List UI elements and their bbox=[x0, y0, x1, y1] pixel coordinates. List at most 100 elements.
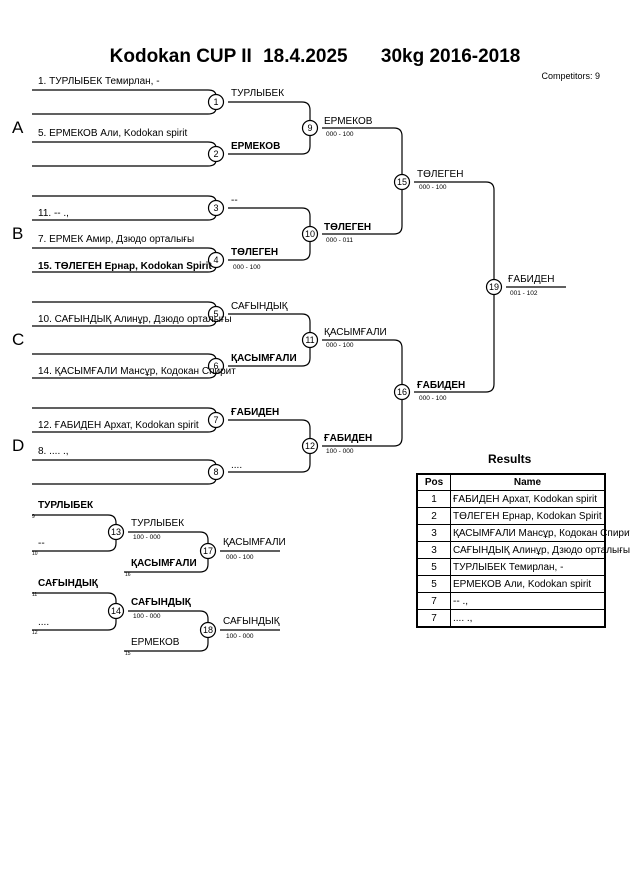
match-circle bbox=[207, 251, 225, 269]
rep-top-third-from: ҚАСЫМҒАЛИ bbox=[131, 558, 197, 569]
score-m13: 100 - 000 bbox=[133, 534, 161, 541]
rep-bottom-seed-b: .... bbox=[38, 617, 50, 628]
entry-5: 5. ЕРМЕКОВ Али, Kodokan spirit bbox=[38, 128, 188, 139]
page-title: Kodokan CUP II 18.4.2025 30kg 2016-2018 bbox=[0, 46, 630, 68]
winner-m3: -- bbox=[231, 195, 238, 206]
bracket-m2 bbox=[32, 141, 217, 167]
rep-top-seed-b: -- bbox=[38, 538, 45, 549]
results-header-name: Name bbox=[450, 473, 606, 491]
match-number: 4 bbox=[213, 255, 219, 265]
rep-bottom-seed-a-ref: 11 bbox=[32, 592, 38, 598]
result-pos: 7 bbox=[416, 592, 451, 610]
score-m10: 000 - 011 bbox=[326, 237, 353, 244]
rep-top-seed-b-ref: 10 bbox=[32, 551, 38, 557]
match-circle bbox=[393, 383, 411, 401]
result-name: САҒЫНДЫҚ Алинұр, Дзюдо орталығы bbox=[450, 541, 630, 559]
match-number: 9 bbox=[307, 123, 313, 133]
winner-m6: ҚАСЫМҒАЛИ bbox=[231, 353, 297, 364]
entry-8: 8. .... ., bbox=[38, 446, 69, 457]
match-circle bbox=[485, 278, 503, 296]
winner-m7: ҒАБИДЕН bbox=[231, 407, 280, 418]
winner-m5: САҒЫНДЫҚ bbox=[231, 301, 288, 312]
winner-m10: ТӨЛЕГЕН bbox=[324, 222, 372, 233]
match-number: 2 bbox=[213, 149, 219, 159]
match-circle bbox=[207, 411, 225, 429]
score-m16: 000 - 100 bbox=[419, 395, 447, 402]
match-number: 1 bbox=[213, 97, 219, 107]
result-name: ҚАСЫМҒАЛИ Мансұр, Кодокан Спирит bbox=[450, 524, 630, 542]
match-number: 18 bbox=[202, 625, 213, 635]
result-name: -- ., bbox=[450, 592, 606, 610]
result-pos: 5 bbox=[416, 558, 451, 576]
bracket-m8 bbox=[32, 459, 217, 485]
score-m15: 000 - 100 bbox=[419, 184, 447, 191]
entry-11: 11. -- ., bbox=[38, 208, 69, 219]
weight-category: 30kg 2016-2018 bbox=[380, 46, 521, 67]
score-m4: 000 - 100 bbox=[233, 264, 261, 271]
event-name: Kodokan CUP II bbox=[109, 46, 252, 67]
match-circle bbox=[199, 621, 217, 639]
result-name: ТӨЛЕГЕН Ернар, Kodokan Spirit bbox=[450, 507, 606, 525]
entry-7: 7. ЕРМЕК Амир, Дзюдо орталығы bbox=[38, 234, 195, 245]
score-m9: 000 - 100 bbox=[326, 131, 354, 138]
winner-m15: ТӨЛЕГЕН bbox=[417, 169, 464, 180]
match-circle bbox=[301, 225, 319, 243]
match-number: 3 bbox=[213, 203, 219, 213]
match-circle bbox=[199, 542, 217, 560]
winner-m11: ҚАСЫМҒАЛИ bbox=[324, 327, 387, 338]
match-circle bbox=[301, 119, 319, 137]
results-header-row: Pos Name bbox=[416, 473, 606, 491]
entry-12: 12. ҒАБИДЕН Архат, Kodokan spirit bbox=[38, 420, 199, 431]
results-title: Results bbox=[488, 452, 532, 466]
rep-bottom-third-ref: 15 bbox=[125, 651, 131, 657]
winner-final: ҒАБИДЕН bbox=[508, 274, 555, 285]
competitors-count: Competitors: 9 bbox=[541, 71, 600, 81]
result-pos: 5 bbox=[416, 575, 451, 593]
winner-m1: ТУРЛЫБЕК bbox=[231, 88, 285, 99]
match-number: 12 bbox=[304, 441, 315, 451]
score-m17: 000 - 100 bbox=[226, 554, 254, 561]
entry-14: 14. ҚАСЫМҒАЛИ Мансұр, Кодокан Спирит bbox=[38, 366, 236, 377]
match-number: 10 bbox=[304, 229, 315, 239]
rep-top-seed-a-ref: 9 bbox=[32, 514, 35, 520]
result-pos: 2 bbox=[416, 507, 451, 525]
winner-m17: ҚАСЫМҒАЛИ bbox=[223, 537, 286, 548]
rep-top-third-ref: 16 bbox=[125, 572, 131, 578]
rep-bottom-seed-b-ref: 12 bbox=[32, 630, 38, 636]
result-name: ТУРЛЫБЕК Темирлан, - bbox=[450, 558, 606, 576]
winner-m13: ТУРЛЫБЕК bbox=[131, 518, 185, 529]
match-number: 8 bbox=[213, 467, 219, 477]
score-m14: 100 - 000 bbox=[133, 613, 161, 620]
winner-m2: ЕРМЕКОВ bbox=[231, 141, 281, 152]
result-name: ЕРМЕКОВ Али, Kodokan spirit bbox=[450, 575, 606, 593]
match-circle bbox=[393, 173, 411, 191]
pool-letter-b: B bbox=[12, 224, 24, 243]
match-number: 5 bbox=[213, 309, 219, 319]
bracket-m16 bbox=[322, 339, 403, 447]
entry-1: 1. ТУРЛЫБЕК Темирлан, - bbox=[38, 76, 160, 87]
result-pos: 7 bbox=[416, 609, 451, 628]
match-number: 6 bbox=[213, 361, 219, 371]
match-number: 11 bbox=[305, 335, 315, 345]
results-header-pos: Pos bbox=[416, 473, 451, 491]
winner-m8: .... bbox=[231, 460, 243, 471]
match-number: 17 bbox=[202, 546, 213, 556]
bracket-m1 bbox=[32, 89, 217, 115]
match-number: 16 bbox=[396, 387, 407, 397]
winner-m16: ҒАБИДЕН bbox=[417, 380, 466, 391]
result-pos: 1 bbox=[416, 490, 451, 508]
result-name: .... ., bbox=[450, 609, 606, 628]
match-circle bbox=[207, 463, 225, 481]
winner-m4: ТӨЛЕГЕН bbox=[231, 247, 279, 258]
result-pos: 3 bbox=[416, 524, 451, 542]
match-circle bbox=[107, 602, 125, 620]
score-m12: 100 - 000 bbox=[326, 448, 354, 455]
pool-letter-d: D bbox=[12, 436, 25, 455]
